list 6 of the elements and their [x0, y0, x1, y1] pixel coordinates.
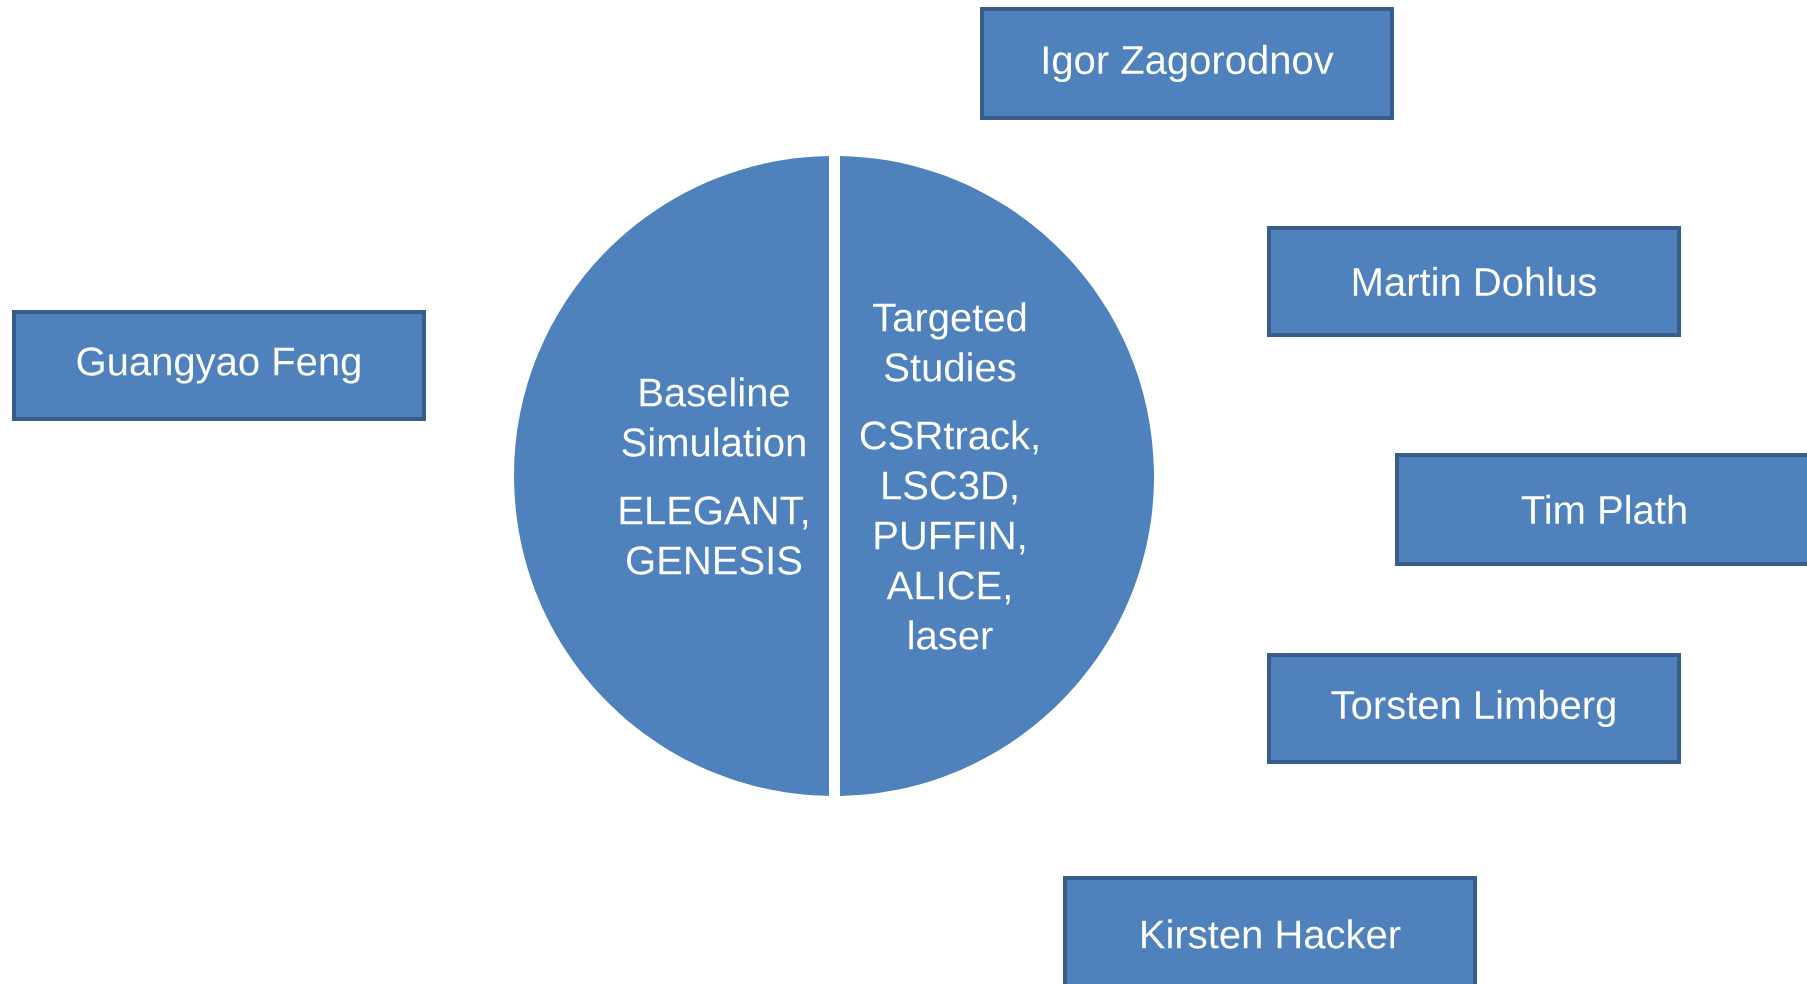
name-box: Tim Plath — [1395, 453, 1807, 566]
name-box: Guangyao Feng — [12, 310, 426, 421]
name-box: Igor Zagorodnov — [980, 7, 1394, 120]
name-box: Martin Dohlus — [1267, 226, 1681, 337]
name-box: Kirsten Hacker — [1063, 876, 1477, 984]
name-box: Torsten Limberg — [1267, 653, 1681, 764]
